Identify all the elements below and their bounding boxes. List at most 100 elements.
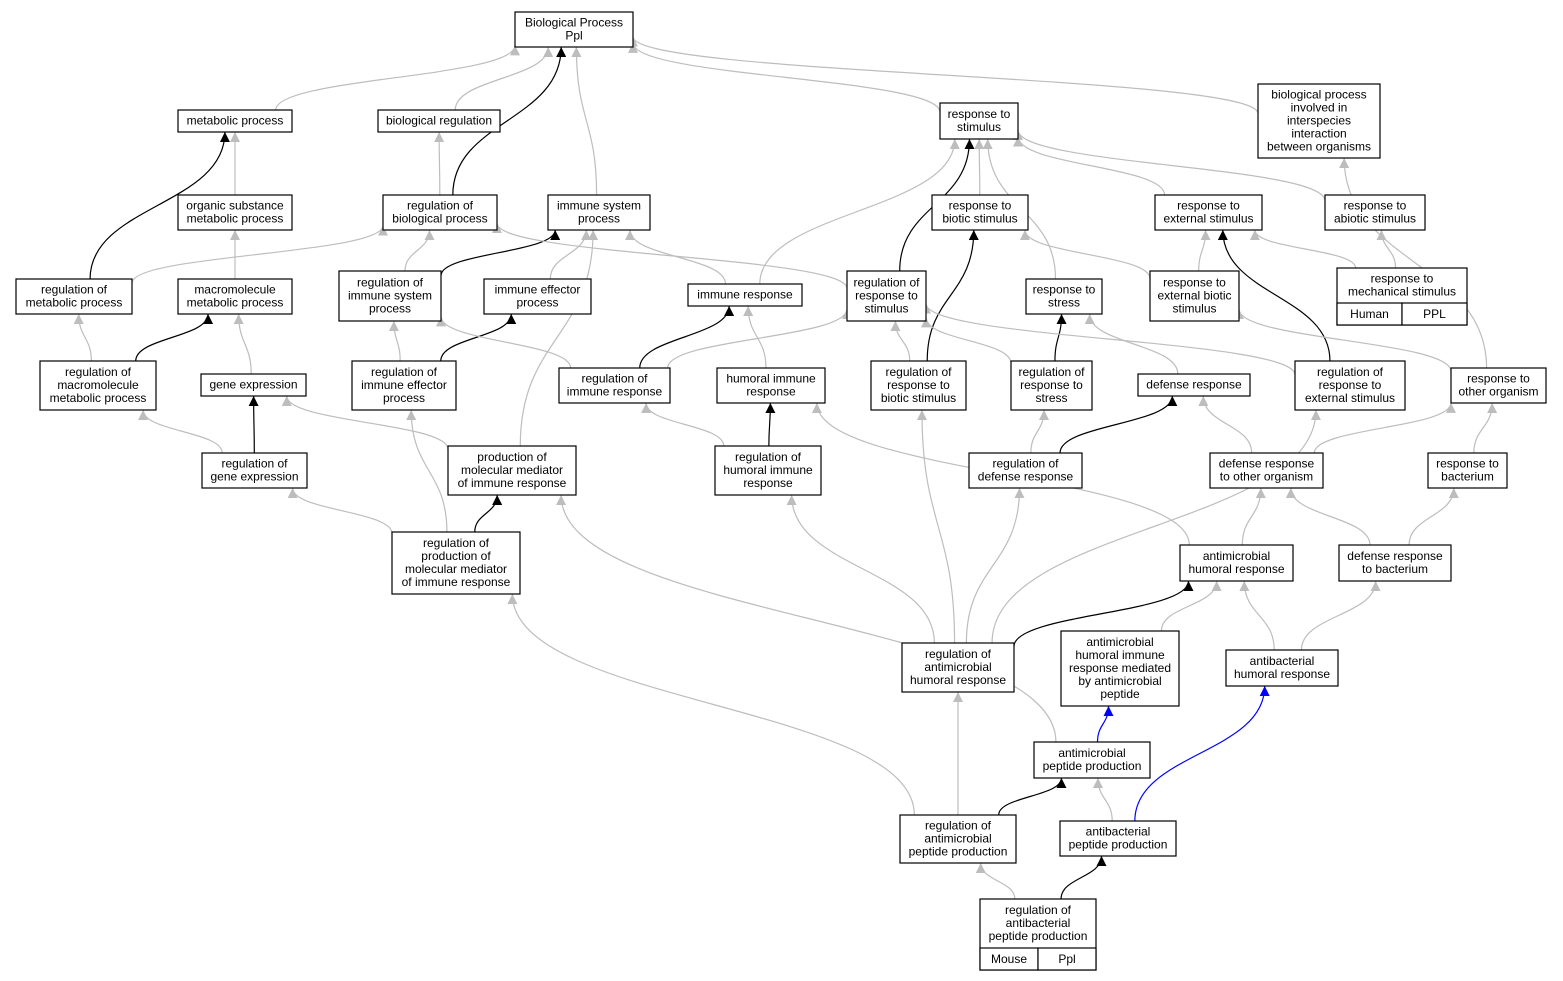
node-label-line: antibacterial bbox=[1006, 916, 1071, 930]
node-label-line: regulation of bbox=[885, 365, 952, 379]
node-label-line: production of bbox=[421, 549, 491, 563]
edge-respabiotic-to-respstim bbox=[1013, 129, 1326, 202]
edge-antibactpep-to-antibacthum bbox=[1134, 685, 1270, 822]
node-label-line: humoral response bbox=[1188, 562, 1284, 576]
node-label-line: defense response bbox=[1219, 457, 1315, 471]
node-box bbox=[558, 367, 671, 404]
edges-layer bbox=[73, 36, 1498, 900]
tag-label: Ppl bbox=[1058, 952, 1075, 966]
node-immresp[interactable]: immune response bbox=[687, 283, 803, 307]
edge-regimmsys-to-immsys bbox=[440, 229, 561, 276]
edge-geneexp-to-macromet bbox=[233, 313, 252, 375]
node-label-line: involved in bbox=[1291, 101, 1348, 115]
edge-respmech-to-respabiotic bbox=[1376, 229, 1397, 269]
edge-regantimpep-to-regprodmol bbox=[507, 593, 915, 816]
edge-respmech-to-respext bbox=[1249, 229, 1357, 269]
node-label-line: biological regulation bbox=[386, 114, 492, 128]
node-label-line: of immune response bbox=[458, 476, 567, 490]
node-label-line: external biotic bbox=[1157, 289, 1231, 303]
node-label-line: defense response bbox=[978, 470, 1074, 484]
node-defresp[interactable]: defense response bbox=[1137, 373, 1251, 397]
node-label-line: response bbox=[746, 385, 796, 399]
node-label-line: biotic stimulus bbox=[942, 212, 1017, 226]
node-box bbox=[514, 11, 634, 48]
node-label-line: stress bbox=[1048, 296, 1080, 310]
edge-regimmeff-to-regimmsys bbox=[388, 320, 401, 362]
node-box bbox=[1137, 373, 1251, 397]
edge-antimhumpep-to-antimhum bbox=[1160, 580, 1222, 632]
node-label-line: humoral immune bbox=[1075, 648, 1165, 662]
node-bioreg[interactable]: biological regulation bbox=[377, 109, 501, 133]
node-label-line: antibacterial bbox=[1086, 825, 1151, 839]
node-label-line: process bbox=[369, 302, 411, 316]
node-box bbox=[547, 194, 651, 231]
node-label-line: gene expression bbox=[210, 470, 298, 484]
edge-regimmsys-to-regbio bbox=[404, 229, 435, 272]
edge-bioreg-to-bp bbox=[454, 46, 554, 111]
node-box bbox=[377, 109, 501, 133]
node-label-line: response to bbox=[855, 289, 918, 303]
node-label-line: antimicrobial bbox=[924, 660, 991, 674]
edge-antimhum-to-defother bbox=[1241, 487, 1266, 546]
node-box bbox=[968, 452, 1083, 489]
node-metabolic[interactable]: metabolic process bbox=[177, 109, 293, 133]
tag-label: PPL bbox=[1423, 307, 1446, 321]
node-label-line: immune system bbox=[557, 199, 641, 213]
node-box bbox=[177, 194, 293, 231]
node-label-line: regulation of bbox=[371, 365, 438, 379]
node-box bbox=[687, 283, 803, 307]
node-geneexp[interactable]: gene expression bbox=[200, 373, 307, 397]
node-box bbox=[15, 278, 133, 315]
edge-regantimhum-to-regdef bbox=[965, 487, 1025, 644]
node-label-line: macromolecule bbox=[57, 378, 139, 392]
node-label-line: external stimulus bbox=[1163, 212, 1253, 226]
edge-regantibactpep-to-antibactpep bbox=[1060, 855, 1107, 900]
node-label-line: regulation of bbox=[735, 450, 802, 464]
node-box bbox=[483, 278, 592, 315]
edge-regrespstress-to-regrespstim bbox=[921, 317, 1012, 364]
edge-humimm-to-immresp bbox=[743, 305, 767, 369]
node-label-line: humoral immune bbox=[723, 463, 813, 477]
